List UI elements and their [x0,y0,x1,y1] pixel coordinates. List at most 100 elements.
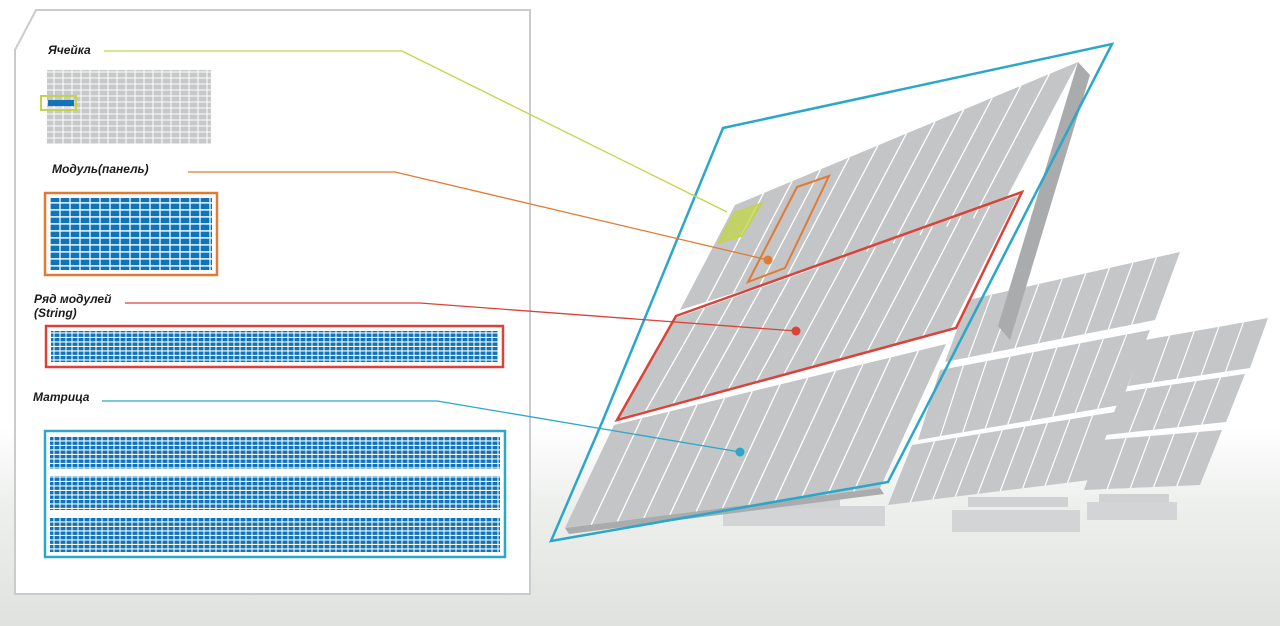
tracker-base [723,506,885,526]
module-divider [811,246,877,367]
module-divider [921,205,991,338]
string-outline [614,189,1025,422]
module-divider [939,365,964,437]
module-divider [866,226,934,353]
module-divider [786,157,850,277]
module-divider [1128,388,1148,433]
module-divider [1044,419,1071,486]
module-divider [590,417,643,525]
module-divider [1061,273,1087,339]
cell-highlight [716,201,764,245]
tracker-base [968,497,1068,507]
module-divider [1153,433,1175,488]
module-divider [616,411,670,522]
module-divider [1014,283,1040,349]
module-divider [1107,262,1134,330]
module-divider [839,133,908,261]
module-divider [932,437,958,500]
module-divider [1200,326,1220,376]
cell-label: Ячейка [48,43,91,57]
module-divider [645,307,706,411]
module-divider [643,404,698,519]
module-divider [1177,380,1197,428]
tracker-base [1099,494,1169,502]
module-divider [954,433,981,497]
module-divider [967,294,993,358]
module-divider [1151,335,1171,383]
module-divider [1106,437,1127,490]
module-divider [909,441,936,503]
cell-leader-line [104,50,728,213]
bg-panel [1128,318,1268,386]
module-divider [919,97,993,236]
array-diagram [43,429,507,559]
module-divider [946,85,1022,227]
module-divider [838,236,905,360]
string-marker-dot [791,326,801,336]
module-divider [1152,384,1172,431]
module-divider [972,73,1050,219]
string-label: Ряд модулей (String) [34,292,111,320]
module-divider [866,121,936,252]
module-divider [1022,422,1048,489]
module-divider [1029,347,1058,421]
tracker-base [1087,502,1177,520]
module-divider [1131,257,1158,325]
module-divider [721,384,781,509]
module-divider [728,277,791,389]
module-divider [1176,431,1199,487]
module-divider [999,426,1026,492]
background-solar-trackers [723,252,1268,532]
module-divider [1052,343,1081,417]
tracker-base [952,510,1080,532]
module-divider [783,256,848,375]
module-diagram [43,191,219,277]
module-divider [1225,322,1244,372]
module-divider [748,377,809,505]
module-divider [695,390,753,512]
bg-panel [945,252,1180,362]
main-solar-array [565,62,1090,534]
module-divider [755,266,820,382]
string-leader-line [125,302,797,332]
panel-row-2 [618,196,1018,418]
bg-panel [1084,430,1222,490]
module-divider [1084,267,1110,335]
string-diagram [44,324,505,369]
module-divider [962,360,988,433]
module-divider [892,109,965,244]
module-divider [812,145,879,269]
string-label-line1: Ряд модулей [34,292,112,306]
module-label: Модуль(панель) [52,162,149,176]
module-divider [1074,338,1104,413]
module-divider [853,350,919,492]
module-marker-dot [763,255,773,265]
module-divider [1176,330,1195,380]
module-divider [732,180,793,294]
module-divider [894,216,962,345]
bg-panel [1105,374,1245,435]
module-divider [672,297,734,404]
module-leader-line [188,171,769,261]
module-divider [977,430,1003,495]
module-divider [1201,377,1221,425]
module-divider [1096,334,1128,410]
module-divider [1007,352,1034,425]
module-divider [1129,435,1151,489]
string-label-line2: (String) [34,306,77,320]
bg-panel [918,330,1150,440]
bg-panel [888,412,1115,505]
module-divider [826,357,892,495]
module-outline [745,174,831,284]
module-divider [1066,415,1094,483]
module-divider [759,168,822,286]
array-marker-dot [735,447,745,457]
array-outline [548,42,1115,543]
module-divider [669,397,726,515]
module-divider [700,287,763,397]
module-divider [984,356,1011,429]
module-divider [774,370,836,502]
array-label: Матрица [33,390,90,404]
cell-diagram [40,70,211,144]
